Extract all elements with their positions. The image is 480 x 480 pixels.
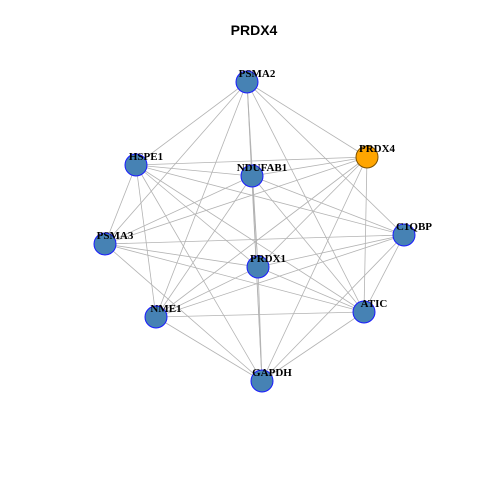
edge-ndufab1-c1qbp: [251, 175, 405, 236]
node-psma3[interactable]: [93, 232, 117, 256]
edge-ndufab1-gapdh: [251, 175, 263, 382]
edge-c1qbp-gapdh: [261, 234, 405, 382]
edge-ndufab1-atic: [251, 175, 365, 313]
node-gapdh[interactable]: [250, 369, 274, 393]
node-label-c1qbp: C1QBP: [396, 221, 432, 233]
edge-prdx4-psma3: [104, 156, 368, 245]
edge-psma2-psma3: [104, 81, 248, 245]
edge-prdx4-atic: [363, 156, 368, 313]
node-prdx4[interactable]: [355, 145, 379, 169]
edge-prdx4-hspe1: [135, 156, 368, 166]
edge-psma3-atic: [104, 243, 365, 313]
node-ndufab1[interactable]: [240, 164, 264, 188]
edge-hspe1-nme1: [135, 164, 157, 318]
edge-hspe1-gapdh: [135, 164, 263, 382]
edge-atic-nme1: [155, 311, 365, 318]
edge-prdx4-ndufab1: [251, 156, 368, 177]
edge-c1qbp-psma3: [104, 234, 405, 245]
edge-c1qbp-atic: [363, 234, 405, 313]
edge-prdx4-nme1: [155, 156, 368, 318]
node-label-atic: ATIC: [361, 298, 388, 310]
node-psma2[interactable]: [235, 70, 259, 94]
edge-nme1-gapdh: [155, 316, 263, 382]
node-c1qbp[interactable]: [392, 223, 416, 247]
node-nme1[interactable]: [144, 305, 168, 329]
graph-title: PRDX4: [231, 22, 278, 38]
node-hspe1[interactable]: [124, 153, 148, 177]
edges-layer: [104, 81, 405, 382]
edge-hspe1-psma3: [104, 164, 137, 245]
node-atic[interactable]: [352, 300, 376, 324]
edge-prdx4-gapdh: [261, 156, 368, 382]
edge-psma2-prdx4: [246, 81, 368, 158]
node-label-prdx4: PRDX4: [359, 143, 396, 155]
edge-psma3-prdx1: [104, 243, 259, 268]
edge-prdx4-prdx1: [257, 156, 368, 268]
edge-hspe1-ndufab1: [135, 164, 253, 177]
node-label-hspe1: HSPE1: [129, 151, 163, 163]
edge-ndufab1-psma3: [104, 175, 253, 245]
edge-c1qbp-prdx1: [257, 234, 405, 268]
node-label-prdx1: PRDX1: [250, 253, 286, 265]
node-label-psma2: PSMA2: [239, 68, 276, 80]
node-label-nme1: NME1: [150, 303, 181, 315]
node-label-gapdh: GAPDH: [252, 367, 292, 379]
nodes-layer: [93, 70, 416, 393]
node-label-psma3: PSMA3: [97, 230, 134, 242]
edge-hspe1-prdx1: [135, 164, 259, 268]
edge-psma2-hspe1: [135, 81, 248, 166]
node-prdx1[interactable]: [246, 255, 270, 279]
edge-atic-gapdh: [261, 311, 365, 382]
edge-psma3-gapdh: [104, 243, 263, 382]
node-label-ndufab1: NDUFAB1: [237, 162, 288, 174]
edge-ndufab1-nme1: [155, 175, 253, 318]
edge-prdx1-nme1: [155, 266, 259, 318]
edge-hspe1-atic: [135, 164, 365, 313]
edge-prdx1-gapdh: [257, 266, 263, 382]
edge-prdx1-atic: [257, 266, 365, 313]
edge-hspe1-c1qbp: [135, 164, 405, 236]
